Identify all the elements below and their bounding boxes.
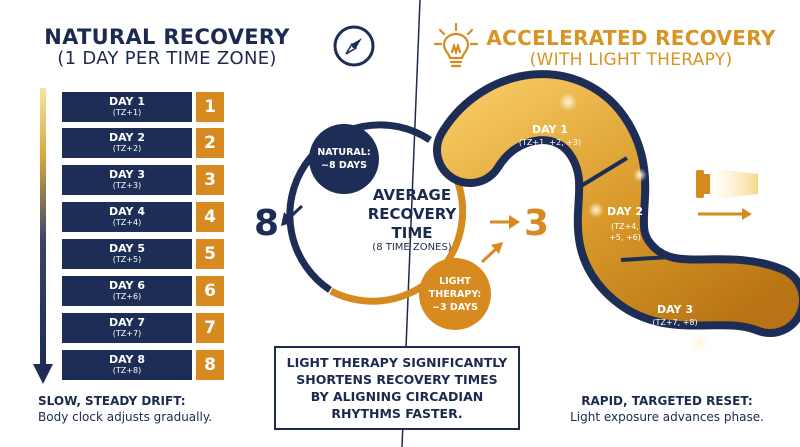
natural-badge-line1: NATURAL:: [317, 147, 371, 158]
average-recovery-subtitle: (8 TIME ZONES): [372, 242, 452, 253]
natural-badge-line2: ~8 DAYS: [321, 160, 367, 171]
day-number-badge: 8: [196, 350, 224, 380]
road-day3-tz: (TZ+7, +8): [652, 318, 698, 327]
road-day3-label: DAY 3: [656, 303, 694, 316]
callout-line: SHORTENS RECOVERY TIMES: [296, 372, 498, 387]
day-label: DAY 3: [108, 168, 146, 181]
natural-day-row: DAY 2(TZ+2) 2: [62, 128, 224, 158]
light-badge-line1: LIGHT: [439, 275, 471, 287]
accelerated-recovery-title: ACCELERATED RECOVERY: [486, 26, 776, 50]
day-tz: (TZ+2): [112, 144, 142, 153]
day-number-badge: 6: [196, 276, 224, 306]
natural-day-row: DAY 5(TZ+5) 5: [62, 239, 224, 269]
light-badge-line2: THERAPY:: [428, 288, 482, 300]
day-number-badge: 2: [196, 128, 224, 158]
light-lamp-icon: [696, 168, 758, 220]
callout-line: BY ALIGNING CIRCADIAN: [310, 389, 484, 404]
day-label: DAY 6: [108, 279, 146, 292]
center-title-line: RECOVERY: [367, 205, 457, 223]
natural-recovery-subtitle: (1 DAY PER TIME ZONE): [57, 48, 277, 69]
day-tz: (TZ+1): [112, 108, 142, 117]
day-tz: (TZ+7): [112, 329, 142, 338]
compass-icon: [333, 25, 375, 67]
road-day1-tz: (TZ+1, +2, +3): [518, 138, 582, 147]
light-therapy-days-number: 3: [524, 203, 550, 244]
day-label: DAY 4: [108, 205, 146, 218]
natural-day-row: DAY 3(TZ+3) 3: [62, 165, 224, 195]
day-label: DAY 5: [108, 242, 146, 255]
natural-days-number: 8: [254, 203, 280, 244]
natural-day-row: DAY 6(TZ+6) 6: [62, 276, 224, 306]
road-day2-label: DAY 2: [606, 205, 644, 218]
average-recovery-title: AVERAGE RECOVERY TIME: [327, 186, 497, 243]
day-tz: (TZ+4): [112, 218, 142, 227]
accelerated-footer-text: Light exposure advances phase.: [570, 410, 764, 424]
accelerated-footer-heading: RAPID, TARGETED RESET:: [581, 394, 753, 408]
callout-line: LIGHT THERAPY SIGNIFICANTLY: [286, 355, 508, 370]
day-number-badge: 1: [196, 92, 224, 122]
day-label: DAY 2: [108, 131, 146, 144]
day-tz: (TZ+5): [112, 255, 142, 264]
natural-footer-text: Body clock adjusts gradually.: [38, 410, 213, 424]
natural-footer-heading: SLOW, STEADY DRIFT:: [38, 394, 186, 408]
road-day2-tz-line1: (TZ+4,: [611, 222, 639, 231]
natural-days-badge: NATURAL: ~8 DAYS: [309, 124, 379, 194]
natural-day-row: DAY 7(TZ+7) 7: [62, 313, 224, 343]
natural-recovery-title: NATURAL RECOVERY: [44, 25, 290, 49]
day-number-badge: 3: [196, 165, 224, 195]
day-label: DAY 1: [108, 95, 146, 108]
road-day1-label: DAY 1: [531, 123, 569, 136]
natural-day-row: DAY 8(TZ+8) 8: [62, 350, 224, 380]
day-number-badge: 4: [196, 202, 224, 232]
day-label: DAY 7: [108, 316, 146, 329]
center-title-line: TIME: [391, 224, 433, 242]
light-therapy-badge: LIGHT THERAPY: ~3 DAYS: [419, 258, 491, 330]
center-title-line: AVERAGE: [372, 186, 452, 204]
day-tz: (TZ+3): [112, 181, 142, 190]
light-badge-line3: ~3 DAYS: [432, 301, 478, 313]
timeline-down-arrow: [33, 88, 53, 384]
summary-callout: LIGHT THERAPY SIGNIFICANTLY SHORTENS REC…: [274, 346, 520, 430]
lightbulb-icon: [433, 22, 479, 68]
day-number-badge: 5: [196, 239, 224, 269]
natural-day-row: DAY 4(TZ+4) 4: [62, 202, 224, 232]
callout-line: RHYTHMS FASTER.: [331, 406, 463, 421]
day-tz: (TZ+6): [112, 292, 142, 301]
natural-day-row: DAY 1(TZ+1) 1: [62, 92, 224, 122]
day-number-badge: 7: [196, 313, 224, 343]
day-label: DAY 8: [108, 353, 146, 366]
day-tz: (TZ+8): [112, 366, 142, 375]
road-day2-tz-line2: +5, +6): [609, 233, 641, 242]
accelerated-recovery-subtitle: (WITH LIGHT THERAPY): [529, 50, 733, 70]
